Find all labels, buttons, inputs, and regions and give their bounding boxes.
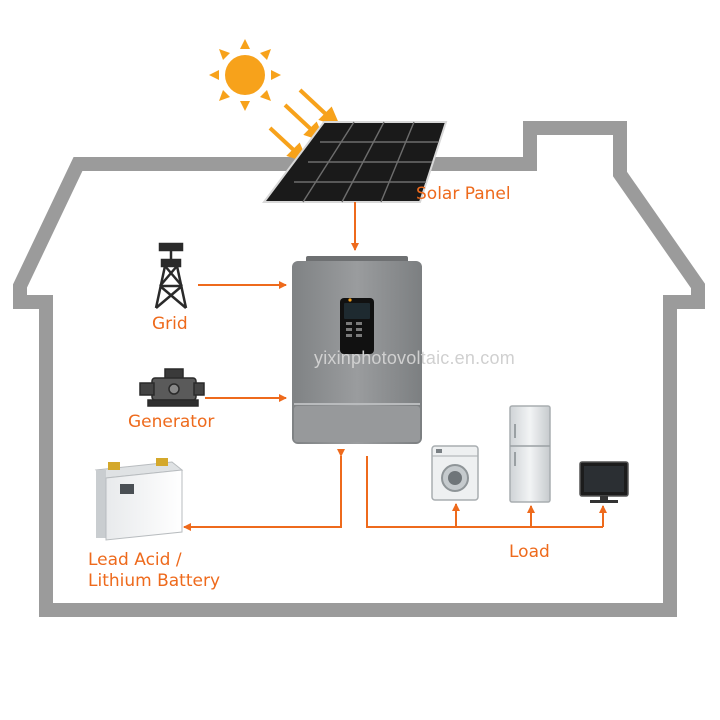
refrigerator-icon <box>509 405 551 503</box>
solar-panel-label: Solar Panel <box>416 184 511 204</box>
battery-icon <box>94 458 184 541</box>
grid-label: Grid <box>152 314 188 334</box>
load-label: Load <box>509 542 550 562</box>
washing-machine-icon <box>431 445 479 501</box>
inverter-icon <box>292 256 422 444</box>
battery-label-line2: Lithium Battery <box>88 571 221 591</box>
house-outline <box>13 121 705 617</box>
solar-panel-icon <box>262 121 448 203</box>
grid-tower-icon <box>154 242 188 309</box>
connector-arrows <box>183 202 607 531</box>
watermark-text: yixinphotovoltaic.en.com <box>314 348 515 368</box>
generator-label: Generator <box>128 412 215 432</box>
generator-icon <box>139 368 205 407</box>
tv-icon <box>579 461 629 503</box>
load-line <box>366 456 603 528</box>
inverter-battery-arrow <box>183 449 345 531</box>
sun-icon <box>209 39 281 111</box>
battery-label-line1: Lead Acid / <box>88 550 182 570</box>
